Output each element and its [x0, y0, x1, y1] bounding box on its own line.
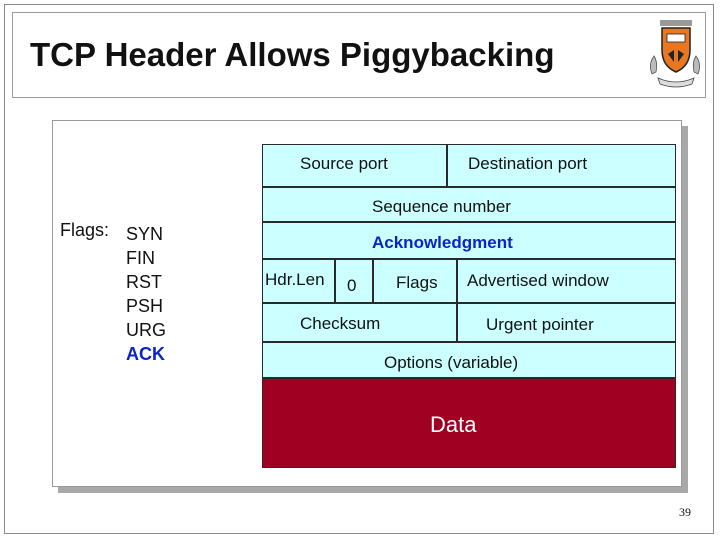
flag-psh: PSH: [126, 296, 164, 316]
row-divider: [262, 258, 676, 260]
field-urgent-pointer: Urgent pointer: [486, 315, 594, 334]
row-divider: [262, 341, 676, 343]
column-divider: [456, 258, 458, 302]
flag-rst: RST: [126, 272, 162, 292]
column-divider: [334, 258, 336, 302]
field-options: Options (variable): [384, 353, 519, 372]
row-divider: [262, 186, 676, 188]
row-divider: [262, 302, 676, 304]
data-label: Data: [430, 412, 477, 437]
tcp-header-diagram: [262, 144, 676, 378]
field-destination-port: Destination port: [468, 154, 588, 173]
field-advertised-window: Advertised window: [467, 271, 609, 290]
field-hdr-len: Hdr.Len: [265, 270, 325, 289]
slide-title: TCP Header Allows Piggybacking: [30, 36, 555, 73]
flag-syn: SYN: [126, 224, 164, 244]
flag-fin: FIN: [126, 248, 155, 268]
field-sequence-number: Sequence number: [372, 197, 511, 216]
column-divider: [446, 144, 448, 186]
field-reserved-zero: 0: [347, 276, 357, 295]
flag-urg: URG: [126, 320, 166, 340]
field-source-port: Source port: [300, 154, 388, 173]
row-divider: [262, 221, 676, 223]
flags-label: Flags:: [60, 220, 110, 240]
field-acknowledgment: Acknowledgment: [372, 233, 513, 252]
page-number: 39: [679, 505, 691, 519]
university-shield-logo: [650, 20, 700, 88]
column-divider: [456, 302, 458, 341]
column-divider: [372, 258, 374, 302]
title-bar: [12, 12, 706, 98]
field-flags: Flags: [396, 273, 438, 292]
field-checksum: Checksum: [300, 314, 381, 333]
flag-ack: ACK: [126, 344, 165, 364]
data-payload-block: [262, 378, 676, 468]
